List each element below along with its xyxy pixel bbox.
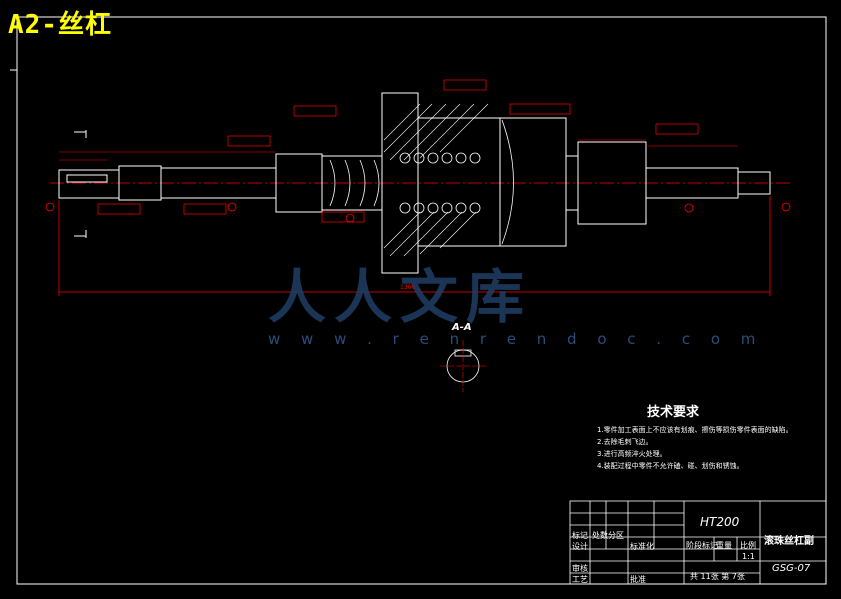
small-dims [59,139,738,161]
cut-markers [74,130,87,238]
hatch-line [383,211,421,249]
stage-mark-label: 阶段标记 [686,541,718,550]
design-label: 设计 [572,542,588,551]
zone-label: 分区 [608,531,624,540]
ball [399,202,411,214]
shaft-end-right [737,171,771,195]
section-label: A-A [452,322,472,333]
hatch-line [419,103,475,159]
ball [399,152,411,164]
sheets-info: 共 11张 第 7张 [690,572,745,581]
nut-cylinder [499,117,567,247]
ball [413,202,425,214]
thread-curve [329,159,336,207]
ball-row [399,152,481,214]
drawing-border [16,16,827,585]
nut-body [417,117,501,247]
part-name: 滚珠丝杠副 [764,536,814,547]
scale-value: 1:1 [742,552,755,561]
thread-curve [359,159,366,207]
ball [427,152,439,164]
requirement-3: 3.进行高频淬火处理。 [597,450,667,458]
tol-frame [321,211,365,223]
shaft-body [58,92,771,274]
title-block-lines [569,500,827,585]
hatch [383,103,489,257]
tol-frame [509,103,571,115]
requirement-4: 4.装配过程中零件不允许磕、碰、划伤和锈蚀。 [597,462,744,470]
datum-markers [45,202,791,223]
tol-frame [443,79,487,91]
datum-circle [345,213,355,223]
hatch-line [383,103,421,141]
count-label: 处数 [592,531,608,540]
hatch-line [389,103,447,161]
datum-circle [227,202,237,212]
approve-label: 批准 [630,575,646,584]
process-label: 工艺 [572,575,588,584]
ball [441,202,453,214]
drawing-title: A2-丝杠 [8,10,112,40]
thread-curve [373,159,380,207]
standardize-label: 标准化 [630,542,654,551]
mark-label: 标记 [572,531,588,540]
shaft-end-left [58,169,120,199]
dim-text-total: 1300 [400,284,415,291]
datum-circle [45,202,55,212]
hatch-line [403,211,449,257]
datum-circle [781,202,791,212]
total-length-dim [58,196,771,296]
watermark: 人人文库 [268,263,533,331]
watermark-url: w w w . r e n r e n d o c . c o m [268,330,764,348]
hatch-line [439,211,477,249]
hatch-line [439,103,489,153]
ball [469,202,481,214]
tol-frame [183,203,227,215]
tol-frame [293,105,337,117]
material-label: HT200 [700,515,740,529]
hatch-line [389,211,435,257]
tolerance-frames [97,79,699,223]
tol-frame [227,135,271,147]
keyway [66,174,108,183]
datum-circle [684,203,694,213]
ball [413,152,425,164]
thread-curve [501,119,514,245]
ball [469,152,481,164]
review-label: 审核 [572,564,588,573]
thread-curve [344,159,351,207]
hatch-line [383,103,433,153]
ball [455,202,467,214]
hatch-line [419,211,463,255]
title-block-frame [569,500,827,585]
ball [427,202,439,214]
ball [455,152,467,164]
thread-lines [329,119,514,245]
tech-requirements-title: 技术要求 [647,405,700,420]
hatch-line [403,103,461,161]
weight-label: 重量 [716,541,732,550]
scale-label: 比例 [740,541,756,550]
ball [441,152,453,164]
tol-frame [97,203,141,215]
requirement-2: 2.去除毛刺飞边。 [597,438,653,446]
requirement-1: 1.零件加工表面上不应该有划痕、擦伤等损伤零件表面的缺陷。 [597,426,793,434]
drawing-number: GSG-07 [772,563,811,574]
tol-frame [655,123,699,135]
